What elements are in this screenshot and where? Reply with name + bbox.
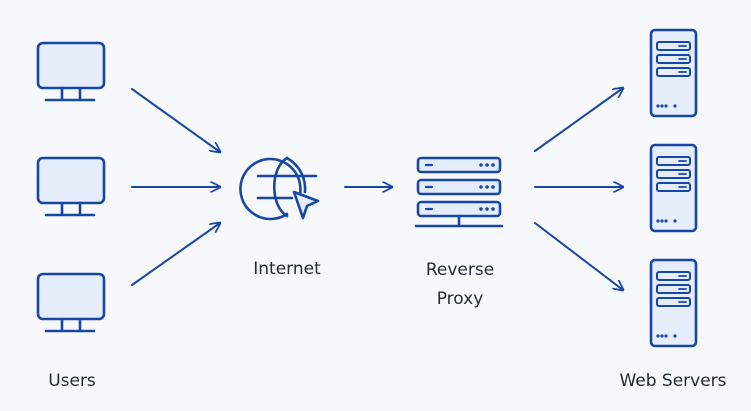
- server-tower-icon: [649, 28, 698, 118]
- globe-cursor-icon: [239, 156, 320, 221]
- monitor-icon: [36, 156, 106, 217]
- server-tower-icon: [649, 143, 698, 233]
- arrow-user3-to-internet: [131, 223, 220, 286]
- server-rack-icon: [414, 156, 504, 228]
- arrow-proxy-to-server3: [534, 222, 623, 290]
- web-servers-label: Web Servers: [619, 371, 727, 391]
- arrow-proxy-to-server1: [534, 88, 623, 152]
- reverse-proxy-label-line2: Proxy: [436, 289, 484, 309]
- monitor-icon: [36, 41, 106, 102]
- users-label: Users: [48, 371, 96, 391]
- internet-label: Internet: [253, 259, 321, 279]
- reverse-proxy-label: Reverse Proxy: [395, 256, 525, 314]
- reverse-proxy-label-line1: Reverse: [425, 260, 495, 280]
- server-tower-icon: [649, 258, 698, 348]
- monitor-icon: [36, 272, 106, 333]
- arrow-user1-to-internet: [131, 88, 220, 152]
